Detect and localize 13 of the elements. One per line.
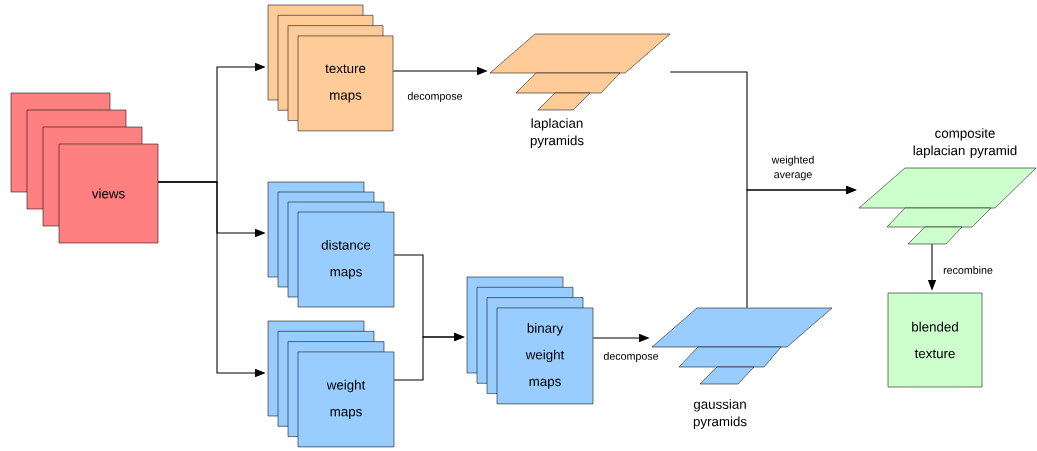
map-stack: texture maps: [267, 4, 394, 132]
pyramid-label: gaussian pyramids: [693, 399, 747, 429]
edge-label: recombine: [936, 264, 1000, 276]
map-stack: binary weight maps: [466, 276, 594, 405]
map-stack: views: [10, 92, 159, 244]
pyramid-label: composite laplacian pyramid: [913, 128, 1017, 158]
map-stack: distance maps: [267, 181, 395, 308]
edge-label: decompose: [599, 350, 663, 364]
edge-label: weighted average: [761, 154, 825, 182]
edge-label: decompose: [403, 90, 467, 104]
map-stack: weight maps: [267, 320, 395, 448]
pyramid-label: laplacian pyramids: [530, 118, 584, 148]
process-box: blended texture: [887, 292, 983, 388]
